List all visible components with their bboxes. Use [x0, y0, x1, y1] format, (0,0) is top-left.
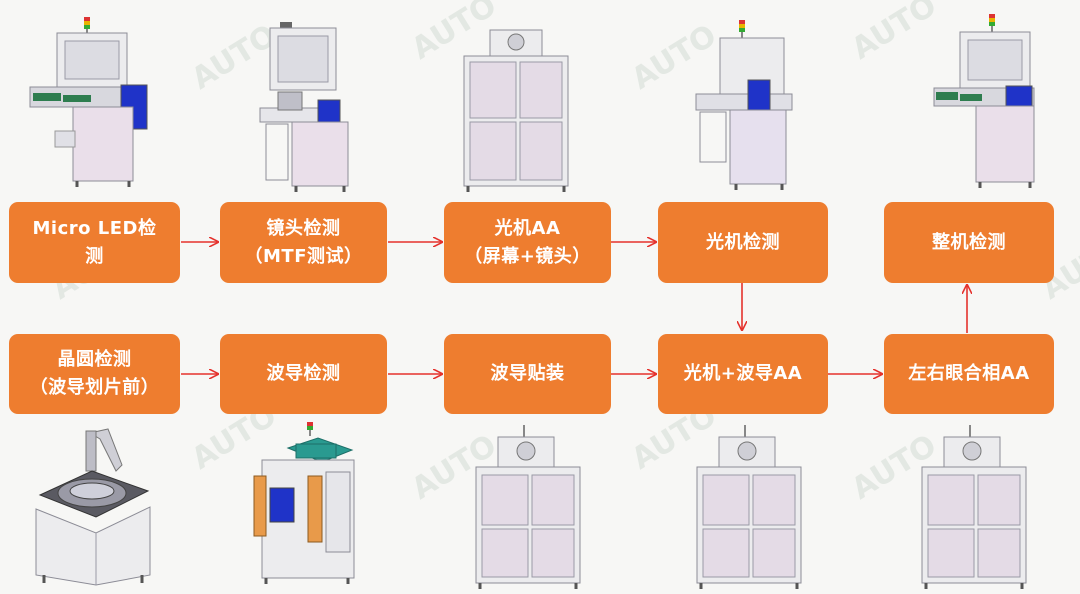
step-waveguide-inspection: 波导检测 — [220, 334, 387, 414]
step-label-line2: （波导划片前） — [29, 377, 160, 398]
step-label-line1: 晶圆检测 — [57, 349, 132, 370]
step-binocular-merge-aa: 左右眼合相AA — [884, 334, 1054, 414]
step-label-line1: 左右眼合相AA — [908, 363, 1030, 384]
step-label-line1: 波导贴装 — [490, 363, 565, 384]
step-waveguide-mounting: 波导贴装 — [444, 334, 611, 414]
step-label-line2: （屏幕+镜头） — [464, 245, 591, 267]
machine-illustration-complete-test — [933, 14, 1035, 188]
step-label-line2: 测 — [85, 245, 104, 267]
step-label-line1: 波导检测 — [266, 363, 341, 384]
step-optical-engine-aa: 光机AA （屏幕+镜头） — [444, 202, 611, 283]
step-micro-led-inspection: Micro LED检 测 — [9, 202, 180, 283]
step-label-line1: 光机检测 — [706, 231, 780, 253]
step-lens-inspection: 镜头检测 （MTF测试） — [220, 202, 387, 283]
machine-illustration-wafer — [35, 428, 151, 586]
step-optical-engine-inspection: 光机检测 — [658, 202, 828, 283]
machine-illustration-lens — [259, 22, 349, 192]
machine-illustration-micro-led — [29, 17, 148, 187]
step-optical-waveguide-aa: 光机+波导AA — [658, 334, 828, 414]
machine-illustration-optical-waveguide-aa — [696, 425, 802, 589]
watermark-text-3: AUTO — [846, 0, 943, 67]
step-label-line1: 镜头检测 — [266, 217, 341, 239]
step-label-line1: Micro LED检 — [32, 217, 157, 239]
step-label-line2: （MTF测试） — [244, 245, 363, 267]
machine-illustration-optical-test — [695, 20, 793, 190]
step-label-line1: 整机检测 — [932, 231, 1006, 253]
machine-illustration-waveguide-mount — [475, 425, 581, 589]
step-label-line1: 光机AA — [494, 217, 561, 239]
machine-illustration-binocular-aa — [921, 425, 1027, 589]
machine-illustration-optical-aa — [463, 29, 569, 192]
step-complete-unit-inspection: 整机检测 — [884, 202, 1054, 283]
step-label-line1: 光机+波导AA — [683, 363, 803, 384]
step-wafer-inspection: 晶圆检测 （波导划片前） — [9, 334, 180, 414]
machine-illustration-waveguide-test — [253, 422, 355, 584]
